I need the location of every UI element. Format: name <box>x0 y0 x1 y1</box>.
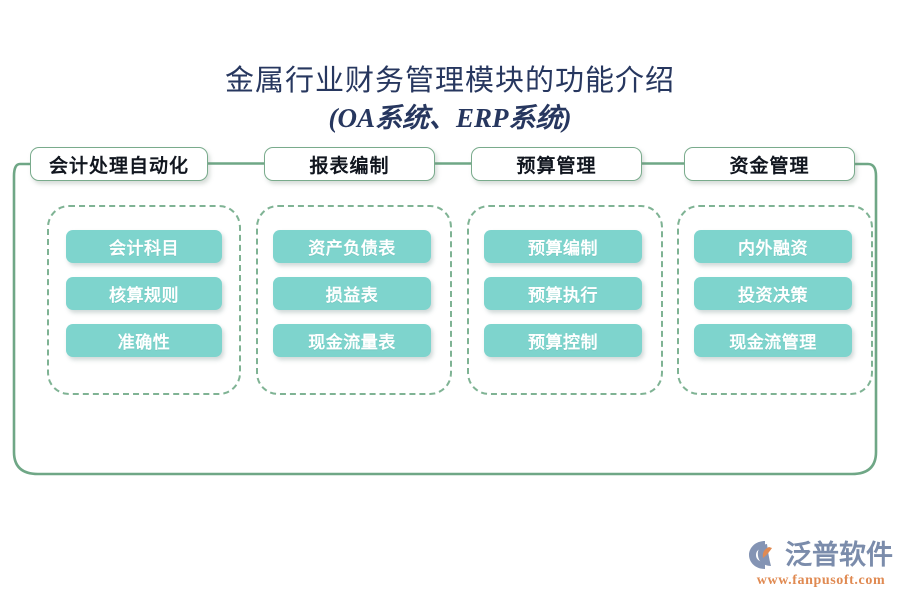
title-line-primary: 金属行业财务管理模块的功能介绍 <box>224 65 675 97</box>
column-header-1[interactable]: 会计处理自动化 <box>30 147 208 181</box>
item-chip[interactable]: 核算规则 <box>66 277 222 310</box>
column-header-label: 资金管理 <box>729 155 810 177</box>
item-chip[interactable]: 准确性 <box>66 324 222 357</box>
item-chip-label: 资产负债表 <box>308 239 396 258</box>
item-chip-label: 会计科目 <box>109 239 179 258</box>
item-chip-label: 内外融资 <box>738 239 808 258</box>
item-chip[interactable]: 会计科目 <box>66 230 222 263</box>
item-chip[interactable]: 资产负债表 <box>273 230 431 263</box>
item-chip[interactable]: 现金流管理 <box>694 324 852 357</box>
item-chip-label: 核算规则 <box>109 286 179 305</box>
item-chip-label: 预算控制 <box>528 333 598 352</box>
logo-wordmark: 泛普软件 <box>785 540 893 570</box>
column-header-label: 预算管理 <box>516 155 597 177</box>
item-chip[interactable]: 预算编制 <box>484 230 642 263</box>
item-chip[interactable]: 损益表 <box>273 277 431 310</box>
item-chip-label: 现金流管理 <box>729 333 817 352</box>
title-line-secondary: (OA系统、ERP系统) <box>328 103 572 133</box>
column-header-3[interactable]: 预算管理 <box>471 147 642 181</box>
logo-url: www.fanpusoft.com <box>756 573 886 588</box>
item-chip-label: 投资决策 <box>738 286 808 305</box>
diagram-title: 金属行业财务管理模块的功能介绍 (OA系统、ERP系统) <box>0 62 900 136</box>
column-header-4[interactable]: 资金管理 <box>684 147 855 181</box>
item-chip[interactable]: 预算执行 <box>484 277 642 310</box>
column-header-label: 报表编制 <box>309 155 390 177</box>
column-header-2[interactable]: 报表编制 <box>264 147 435 181</box>
fanpu-logo-icon <box>749 541 772 569</box>
item-chip-label: 准确性 <box>117 333 171 352</box>
item-chip[interactable]: 投资决策 <box>694 277 852 310</box>
item-chip[interactable]: 预算控制 <box>484 324 642 357</box>
item-chip-label: 损益表 <box>325 286 379 305</box>
item-chip-label: 预算编制 <box>528 239 598 258</box>
item-chip-label: 预算执行 <box>528 286 598 305</box>
item-chip[interactable]: 现金流量表 <box>273 324 431 357</box>
item-chip[interactable]: 内外融资 <box>694 230 852 263</box>
item-chip-label: 现金流量表 <box>308 333 396 352</box>
brand-logo: 泛普软件 www.fanpusoft.com <box>748 538 894 592</box>
column-header-label: 会计处理自动化 <box>48 155 189 177</box>
